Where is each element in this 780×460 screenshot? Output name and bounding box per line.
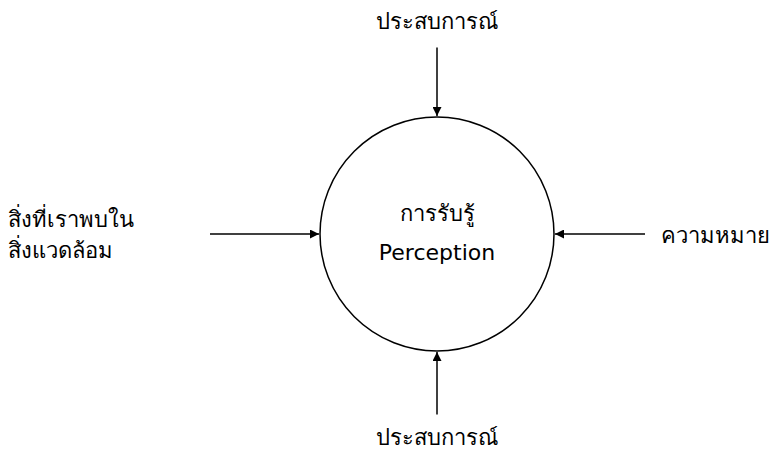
input-arrow [555, 233, 645, 235]
node-text: Perception [379, 238, 495, 269]
circle-outline [320, 117, 554, 351]
concept-circle: การรับรู้ Perception [319, 116, 555, 352]
input-label: ความหมาย [659, 219, 772, 254]
node-text: ประสบการณ์ [376, 7, 498, 38]
node-text: ประสบการณ์ [376, 423, 498, 454]
input-arrow [436, 47, 438, 116]
input-label: ประสบการณ์ [374, 5, 500, 40]
circle-outline [319, 116, 555, 352]
input-arrow [210, 233, 319, 235]
input-label: ประสบการณ์ [374, 421, 500, 456]
input-arrow [436, 352, 438, 415]
node-text: การรับรู้ [400, 199, 475, 230]
node-text: สิ่งที่เราพบใน สิ่งแวดล้อม [8, 205, 138, 267]
node-text: ความหมาย [661, 221, 770, 252]
input-label: สิ่งที่เราพบใน สิ่งแวดล้อม [6, 203, 140, 269]
